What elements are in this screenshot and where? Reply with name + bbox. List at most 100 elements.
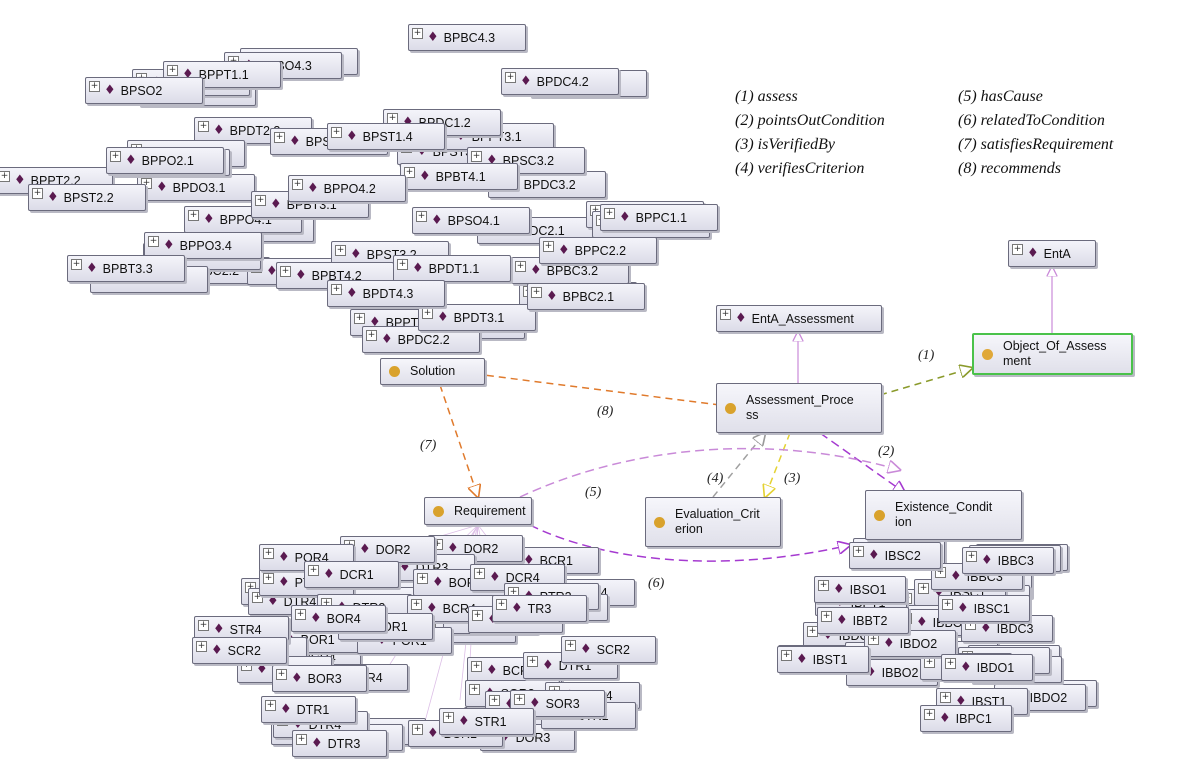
expand-icon[interactable]: +	[527, 656, 538, 667]
expand-icon[interactable]: +	[404, 167, 415, 178]
expand-icon[interactable]: +	[188, 210, 199, 221]
expand-icon[interactable]: +	[397, 259, 408, 270]
expand-icon[interactable]: +	[89, 81, 100, 92]
expand-icon[interactable]: +	[565, 640, 576, 651]
expand-icon[interactable]: +	[966, 551, 977, 562]
expand-icon[interactable]: +	[505, 72, 516, 83]
individual-node[interactable]: +♦IBBT2	[817, 607, 909, 634]
expand-icon[interactable]: +	[474, 568, 485, 579]
requirement-class-node[interactable]: Requirement	[424, 497, 532, 525]
individual-node[interactable]: +♦BPPT1.1	[163, 61, 281, 88]
expand-icon[interactable]: +	[196, 641, 207, 652]
individual-node[interactable]: +♦SCR2	[192, 637, 287, 664]
individual-node[interactable]: +♦STR1	[439, 708, 534, 735]
individual-node[interactable]: +♦BPPC2.2	[539, 237, 657, 264]
expand-icon[interactable]: +	[366, 330, 377, 341]
individual-node[interactable]: +♦BPDT4.3	[327, 280, 445, 307]
expand-icon[interactable]: +	[411, 599, 422, 610]
expand-icon[interactable]: +	[472, 610, 483, 621]
expand-icon[interactable]: +	[110, 151, 121, 162]
expand-icon[interactable]: +	[354, 313, 365, 324]
individual-node[interactable]: +♦IBSC2	[849, 542, 941, 569]
expand-icon[interactable]: +	[274, 132, 285, 143]
expand-icon[interactable]: +	[71, 259, 82, 270]
individual-node[interactable]: +♦BPBT4.1	[400, 163, 518, 190]
expand-icon[interactable]: +	[417, 573, 428, 584]
enta-individual-node[interactable]: +♦EntA	[1008, 240, 1096, 267]
expand-icon[interactable]: +	[263, 548, 274, 559]
existence-condition-class-node[interactable]: Existence_Condition	[865, 490, 1022, 540]
individual-node[interactable]: +♦DTR3	[292, 730, 387, 757]
expand-icon[interactable]: +	[515, 261, 526, 272]
individual-node[interactable]: +♦BPDO3.1	[137, 174, 255, 201]
individual-node[interactable]: +♦BPPO2.1	[106, 147, 224, 174]
individual-node[interactable]: +♦DCR1	[304, 561, 399, 588]
expand-icon[interactable]: +	[942, 599, 953, 610]
individual-node[interactable]: +♦SCR2	[561, 636, 656, 663]
individual-node[interactable]: +♦BPDT1.1	[393, 255, 511, 282]
expand-icon[interactable]: +	[331, 284, 342, 295]
expand-icon[interactable]: +	[821, 611, 832, 622]
expand-icon[interactable]: +	[252, 592, 263, 603]
individual-node[interactable]: +♦DTR1	[261, 696, 356, 723]
expand-icon[interactable]: +	[198, 121, 209, 132]
expand-icon[interactable]: +	[514, 694, 525, 705]
expand-icon[interactable]: +	[416, 211, 427, 222]
expand-icon[interactable]: +	[148, 236, 159, 247]
expand-icon[interactable]: +	[263, 573, 274, 584]
expand-icon[interactable]: +	[471, 661, 482, 672]
expand-icon[interactable]: +	[940, 692, 951, 703]
individual-node[interactable]: +♦BPPC1.1	[600, 204, 718, 231]
expand-icon[interactable]: +	[853, 546, 864, 557]
expand-icon[interactable]: +	[335, 245, 346, 256]
expand-icon[interactable]: +	[412, 724, 423, 735]
expand-icon[interactable]: +	[489, 695, 500, 706]
expand-icon[interactable]: +	[198, 620, 209, 631]
expand-icon[interactable]: +	[0, 171, 10, 182]
expand-icon[interactable]: +	[918, 583, 929, 594]
individual-node[interactable]: +♦IBDO2	[864, 630, 956, 657]
expand-icon[interactable]: +	[469, 684, 480, 695]
expand-icon[interactable]: +	[280, 266, 291, 277]
expand-icon[interactable]: +	[308, 565, 319, 576]
expand-icon[interactable]: +	[295, 609, 306, 620]
individual-node[interactable]: +♦TR3	[492, 595, 587, 622]
expand-icon[interactable]: +	[818, 580, 829, 591]
expand-icon[interactable]: +	[1012, 244, 1023, 255]
individual-node[interactable]: +♦BPBC2.1	[527, 283, 645, 310]
expand-icon[interactable]: +	[924, 657, 935, 668]
expand-icon[interactable]: +	[471, 151, 482, 162]
individual-node[interactable]: +♦IBDO1	[941, 654, 1033, 681]
expand-icon[interactable]: +	[32, 188, 43, 199]
individual-node[interactable]: +♦IBST1	[777, 646, 869, 673]
expand-icon[interactable]: +	[292, 179, 303, 190]
expand-icon[interactable]: +	[167, 65, 178, 76]
expand-icon[interactable]: +	[781, 650, 792, 661]
expand-icon[interactable]: +	[443, 712, 454, 723]
solution-class-node[interactable]: Solution	[380, 358, 485, 385]
evaluation-criterion-class-node[interactable]: Evaluation_Criterion	[645, 497, 781, 547]
individual-node[interactable]: +♦BPBC4.3	[408, 24, 526, 51]
expand-icon[interactable]: +	[422, 308, 433, 319]
expand-icon[interactable]: +	[604, 208, 615, 219]
individual-node[interactable]: +♦BPSO2	[85, 77, 203, 104]
expand-icon[interactable]: +	[496, 599, 507, 610]
individual-node[interactable]: +♦BPST2.2	[28, 184, 146, 211]
expand-icon[interactable]: +	[945, 658, 956, 669]
expand-icon[interactable]: +	[265, 700, 276, 711]
individual-node[interactable]: +♦IBSC1	[938, 595, 1030, 622]
expand-icon[interactable]: +	[531, 287, 542, 298]
individual-node[interactable]: +♦BPSO4.1	[412, 207, 530, 234]
enta-assessment-individual-node[interactable]: +♦EntA_Assessment	[716, 305, 882, 332]
individual-node[interactable]: +♦BOR4	[291, 605, 386, 632]
expand-icon[interactable]: +	[412, 28, 423, 39]
individual-node[interactable]: +♦BPST1.4	[327, 123, 445, 150]
expand-icon[interactable]: +	[720, 309, 731, 320]
individual-node[interactable]: +♦BPDT3.1	[418, 304, 536, 331]
individual-node[interactable]: +♦IBPC1	[920, 705, 1012, 732]
individual-node[interactable]: +♦BPPO4.2	[288, 175, 406, 202]
individual-node[interactable]: +♦BPPO3.4	[144, 232, 262, 259]
expand-icon[interactable]: +	[543, 241, 554, 252]
expand-icon[interactable]: +	[141, 178, 152, 189]
individual-node[interactable]: +♦IBSO1	[814, 576, 906, 603]
